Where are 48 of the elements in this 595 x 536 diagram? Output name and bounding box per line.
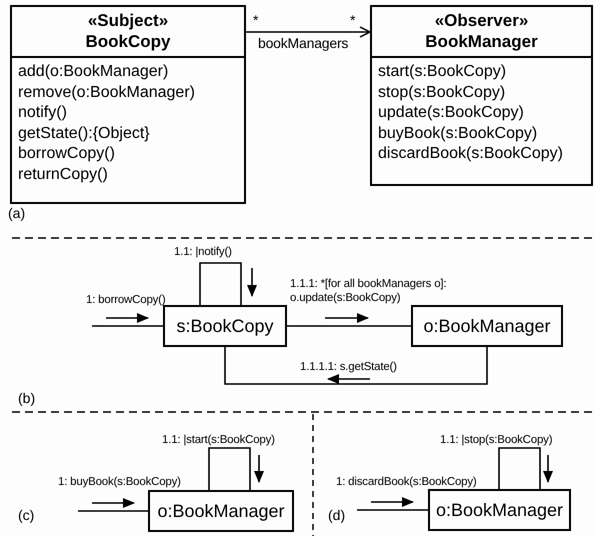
class-name: BookManager [425, 31, 538, 52]
operation-text: returnCopy() [18, 164, 109, 184]
operation-text: remove(o:BookManager) [18, 82, 196, 102]
object-box [163, 305, 287, 347]
self-link [498, 447, 541, 489]
object-name: o:BookManager [436, 500, 564, 520]
edge-label: bookManagers [258, 36, 348, 50]
object-name: o:BookManager [157, 500, 285, 522]
link-line [92, 325, 163, 327]
message-label: 1.1: |start(s:BookCopy) [162, 433, 275, 447]
operation-text: borrowCopy() [18, 144, 116, 164]
message-label: 1.1.1.1: s.getState() [300, 360, 397, 374]
panel-label: (a) [8, 205, 26, 221]
class-box [10, 5, 246, 204]
link-line [224, 347, 488, 385]
message-label: 1.1: |notify() [174, 245, 232, 259]
link-line [287, 325, 411, 327]
operation-text: getState():{Object} [18, 124, 151, 144]
panel-label: (c) [18, 507, 34, 523]
operation-text: stop(s:BookCopy) [378, 82, 506, 102]
operation-text: add(o:BookManager) [18, 62, 170, 82]
operation-text: notify() [18, 103, 68, 123]
self-link [208, 447, 251, 490]
link-line [78, 510, 148, 512]
object-box [148, 490, 294, 532]
panel-label: (d) [328, 507, 346, 523]
object-name: o:BookManager [423, 316, 551, 336]
panel-label: (b) [18, 390, 36, 406]
class-name: BookCopy [86, 31, 170, 52]
association-arrow [246, 26, 371, 38]
stereotype-label: «Subject» [88, 10, 168, 31]
class-box [370, 5, 593, 186]
message-label: 1.1: |stop(s:BookCopy) [440, 433, 552, 447]
operation-text: buyBook(s:BookCopy) [378, 124, 538, 144]
message-label: 1: buyBook(s:BookCopy) [58, 475, 181, 489]
object-name: s:BookCopy [176, 316, 274, 336]
operation-text: update(s:BookCopy) [378, 103, 525, 123]
multiplicity-label: * [253, 12, 258, 28]
link-line [357, 509, 428, 511]
self-link [199, 262, 242, 305]
object-box [428, 489, 571, 531]
operation-text: discardBook(s:BookCopy) [378, 144, 564, 164]
stereotype-label: «Observer» [434, 10, 528, 31]
operation-text: start(s:BookCopy) [378, 62, 508, 82]
message-label: 1: discardBook(s:BookCopy) [336, 475, 477, 489]
multiplicity-label: * [350, 12, 356, 28]
message-label: 1: borrowCopy() [86, 293, 166, 307]
object-box [411, 305, 563, 347]
